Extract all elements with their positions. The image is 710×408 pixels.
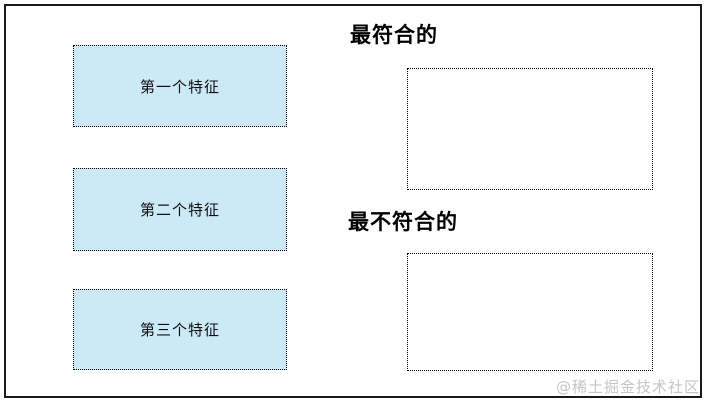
worst-match-drop-zone[interactable] (407, 253, 653, 371)
best-match-heading: 最符合的 (350, 23, 438, 47)
feature-box-1[interactable]: 第一个特征 (73, 45, 287, 127)
feature-box-1-label: 第一个特征 (139, 77, 220, 96)
feature-box-2[interactable]: 第二个特征 (73, 168, 287, 251)
feature-box-3[interactable]: 第三个特征 (73, 289, 287, 370)
worst-match-heading: 最不符合的 (348, 210, 458, 234)
feature-box-2-label: 第二个特征 (139, 201, 220, 219)
watermark: @稀土掘金技术社区 (555, 378, 700, 396)
best-match-drop-zone[interactable] (407, 68, 653, 190)
feature-box-3-label: 第三个特征 (139, 321, 220, 339)
